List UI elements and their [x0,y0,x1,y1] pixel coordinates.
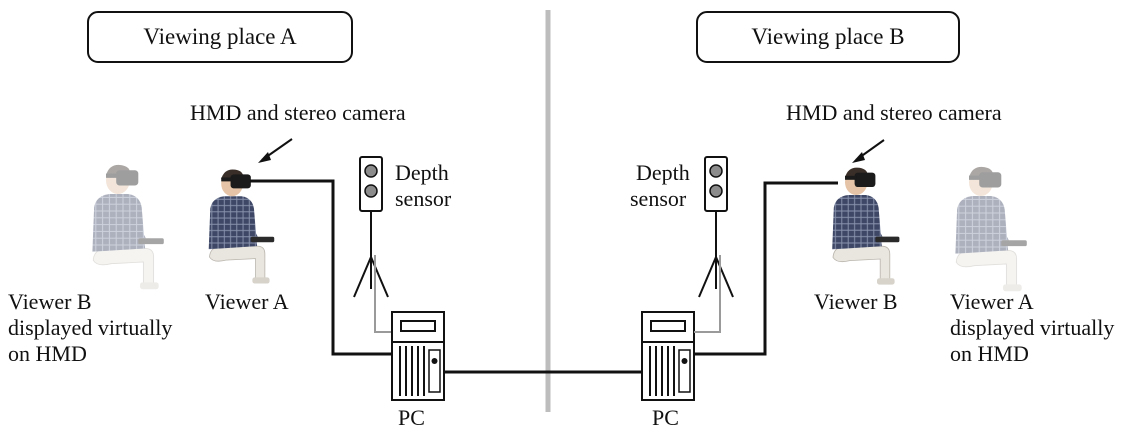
pc-b [641,311,695,401]
cable-depth-a [374,255,392,333]
camera-label-a: HMD and stereo camera [190,100,406,125]
depth-sensor-b [698,156,734,298]
virtual-viewer-a-figure [954,166,1028,292]
depth-sensor-a [353,156,389,298]
virtual-label-b-line2: displayed virtually [950,315,1115,340]
virtual-label-a-line2: displayed virtually [8,315,173,340]
place-a-title-box [87,11,353,63]
virtual-label-a-line3: on HMD [8,341,87,366]
virtual-label-b-line3: on HMD [950,341,1029,366]
viewer-a-label: Viewer A [205,289,289,314]
camera-label-b: HMD and stereo camera [786,100,1002,125]
viewer-b-label: Viewer B [814,289,898,314]
pc-a [391,311,445,401]
cable-hmd-b [694,181,838,356]
virtual-label-a-line1: Viewer B [8,289,92,314]
place-b-title-box [696,11,960,63]
viewer-b-figure [831,167,900,286]
depth-label-b-line2: sensor [630,186,687,211]
pc-a-label: PC [398,405,425,430]
place-a-title: Viewing place A [143,24,297,49]
cable-depth-b [694,255,721,333]
virtual-viewer-b-figure [91,164,165,290]
place-b-title: Viewing place B [751,24,905,49]
viewer-a-figure [208,169,275,284]
depth-label-b-line1: Depth [636,160,690,185]
pc-b-label: PC [652,405,679,430]
cable-hmd-a [250,179,392,356]
depth-label-a-line1: Depth [395,160,449,185]
depth-label-a-line2: sensor [395,186,452,211]
virtual-label-b-line1: Viewer A [950,289,1034,314]
